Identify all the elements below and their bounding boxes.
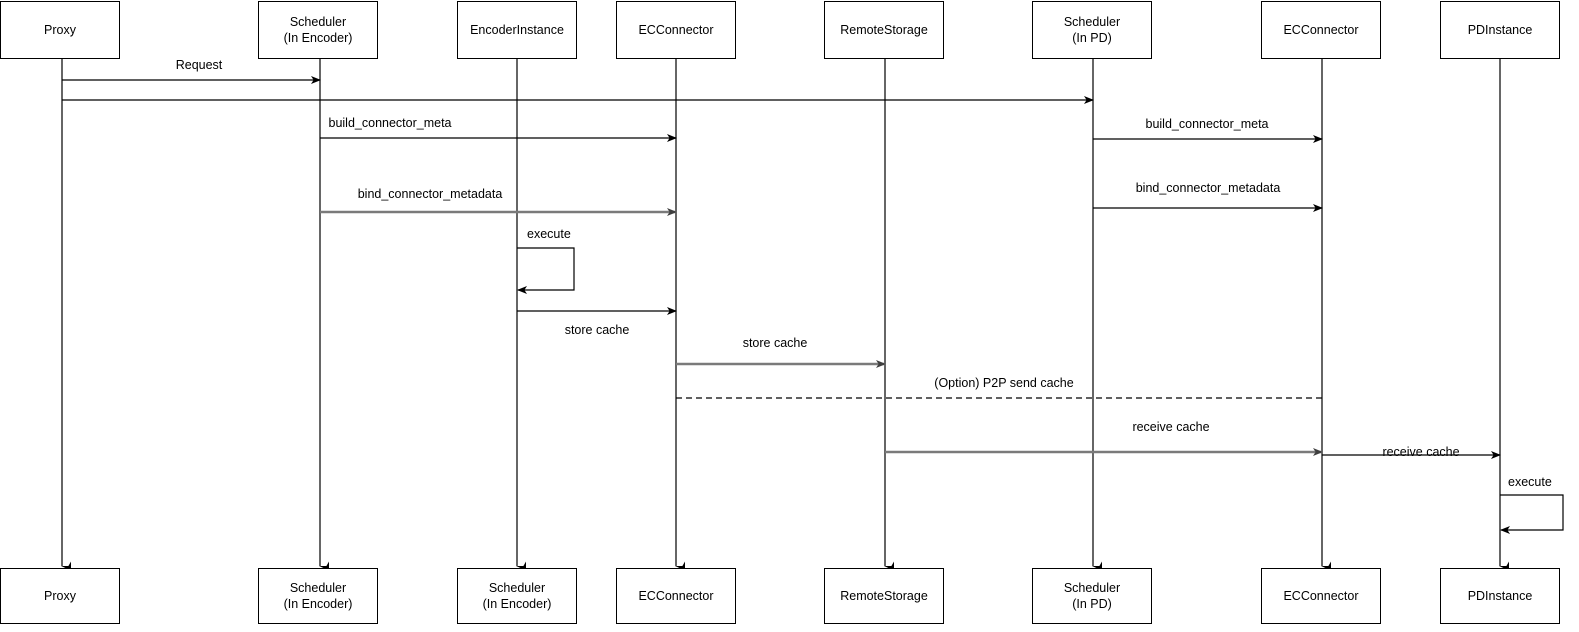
participant-label-line2: (In Encoder) (283, 597, 353, 611)
participant-box-pd-inst-bottom[interactable]: PDInstance (1440, 568, 1560, 624)
participant-box-sched-enc-bottom[interactable]: Scheduler (In Encoder) (258, 568, 378, 624)
self-message-path-m-execute-encoder (517, 247, 575, 294)
participant-box-ec-conn-left-top[interactable]: ECConnector (616, 1, 736, 59)
participant-box-proxy-bottom[interactable]: Proxy (0, 568, 120, 624)
participant-label-line1: RemoteStorage (840, 23, 928, 37)
participant-label-line1: ECConnector (1283, 589, 1359, 603)
participant-box-sched-pd-bottom[interactable]: Scheduler (In PD) (1032, 568, 1152, 624)
participant-label-line1: ECConnector (1283, 23, 1359, 37)
participant-box-remote-store-top[interactable]: RemoteStorage (824, 1, 944, 59)
self-message-label-m-execute-encoder: execute (527, 227, 571, 241)
participant-label-line2: (In PD) (1072, 597, 1112, 611)
message-label-m-recv-cache-2: receive cache (1382, 445, 1460, 459)
participant-box-sched-enc-top[interactable]: Scheduler (In Encoder) (258, 1, 378, 59)
participant-box-encoder-inst-top[interactable]: EncoderInstance (457, 1, 577, 59)
participant-label-line2: (In Encoder) (283, 31, 353, 45)
participant-label-line2: (In PD) (1072, 31, 1112, 45)
message-label-m-p2p-send: (Option) P2P send cache (934, 376, 1074, 390)
message-label-m-request: Request (175, 58, 223, 72)
self-messages-group (517, 247, 1564, 534)
participant-label-line1: EncoderInstance (470, 23, 564, 37)
message-label-m-recv-cache-1: receive cache (1132, 420, 1210, 434)
participant-label-line1: ECConnector (638, 589, 714, 603)
participant-box-proxy-top[interactable]: Proxy (0, 1, 120, 59)
participant-label-line1: PDInstance (1467, 589, 1533, 603)
self-message-label-m-execute-pd: execute (1508, 475, 1552, 489)
participant-box-sched-pd-top[interactable]: Scheduler (In PD) (1032, 1, 1152, 59)
participant-label-line1: Scheduler (1063, 15, 1121, 29)
participant-label-line1: Scheduler (289, 15, 347, 29)
participant-box-remote-store-bottom[interactable]: RemoteStorage (824, 568, 944, 624)
messages-group (62, 76, 1501, 459)
participant-label-line1: Scheduler (488, 581, 546, 595)
message-label-m-store-cache-2: store cache (742, 336, 808, 350)
self-message-path-m-execute-pd (1500, 494, 1564, 534)
participant-label-line1: Scheduler (1063, 581, 1121, 595)
participant-box-ec-conn-left-bottom[interactable]: ECConnector (616, 568, 736, 624)
message-label-m-bind-meta-r: bind_connector_metadata (1135, 181, 1281, 195)
participant-label-line1: Scheduler (289, 581, 347, 595)
message-label-m-build-meta-r: build_connector_meta (1145, 117, 1269, 131)
participant-label-line1: RemoteStorage (840, 589, 928, 603)
participant-box-pd-inst-top[interactable]: PDInstance (1440, 1, 1560, 59)
participant-label-line1: PDInstance (1467, 23, 1533, 37)
message-label-m-store-cache-1: store cache (564, 323, 630, 337)
message-label-m-bind-meta-l: bind_connector_metadata (357, 187, 503, 201)
participant-label-line1: ECConnector (638, 23, 714, 37)
participant-box-ec-conn-right-top[interactable]: ECConnector (1261, 1, 1381, 59)
participant-label-line2: (In Encoder) (482, 597, 552, 611)
participant-label-line1: Proxy (44, 589, 76, 603)
participant-box-ec-conn-right-bottom[interactable]: ECConnector (1261, 568, 1381, 624)
message-label-m-build-meta-l: build_connector_meta (328, 116, 452, 130)
lifelines-group (61, 59, 1509, 571)
participant-box-encoder-inst-bottom[interactable]: Scheduler (In Encoder) (457, 568, 577, 624)
participant-label-line1: Proxy (44, 23, 76, 37)
